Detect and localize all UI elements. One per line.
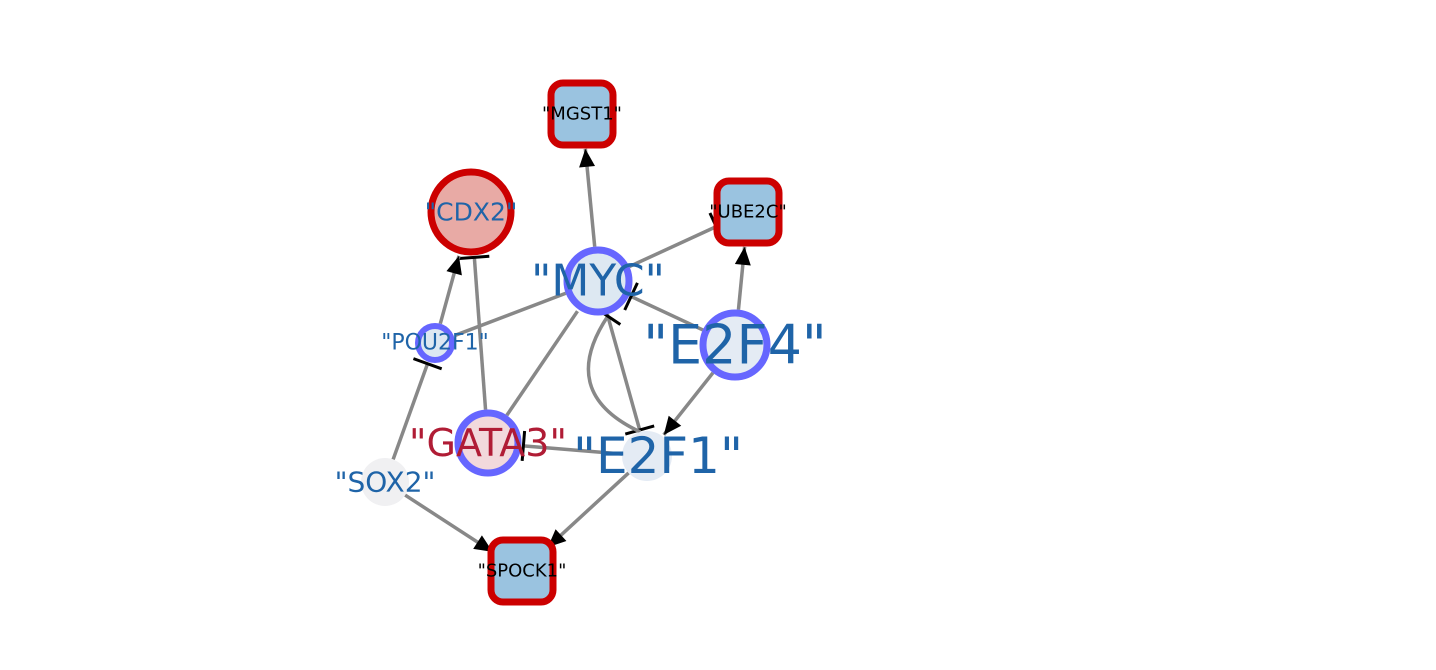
edge-line <box>586 315 641 434</box>
node-label-ube2c: "UBE2C" <box>709 202 786 223</box>
edges-layer <box>391 148 751 554</box>
node-circle <box>361 458 409 506</box>
nodes-layer <box>361 79 783 606</box>
edge-e2f1-myc <box>586 306 641 434</box>
inhibition-bar-icon <box>520 430 527 461</box>
node-circle <box>699 309 771 381</box>
inhibition-bar-icon <box>412 357 443 371</box>
edge-line <box>546 471 630 549</box>
node-circle <box>454 409 522 477</box>
edge-e2f4-myc <box>623 282 704 332</box>
node-cdx2[interactable] <box>427 168 515 256</box>
node-label-gata3: "GATA3" <box>409 421 567 465</box>
node-sox2[interactable] <box>361 458 409 506</box>
edge-myc-mgst1 <box>579 148 597 247</box>
node-gata3[interactable] <box>454 409 522 477</box>
inhibition-bar-icon <box>623 282 639 311</box>
edge-sox2-pou2f1 <box>391 357 443 461</box>
node-e2f4[interactable] <box>699 309 771 381</box>
node-label-sox2: "SOX2" <box>335 466 436 499</box>
edge-e2f1-gata3 <box>520 430 623 461</box>
edge-line <box>605 313 642 431</box>
node-label-cdx2: "CDX2" <box>425 198 518 227</box>
arrowhead-icon <box>473 535 493 552</box>
edge-line <box>628 225 717 269</box>
node-spock1[interactable] <box>487 536 557 606</box>
edge-e2f4-e2f1 <box>662 371 715 436</box>
edge-e2f4-ube2c <box>734 246 751 310</box>
node-circle <box>622 431 672 481</box>
node-label-e2f4: "E2F4" <box>643 314 827 377</box>
node-e2f1[interactable] <box>622 431 672 481</box>
arrowhead-icon <box>446 255 462 276</box>
node-label-mgst1: "MGST1" <box>542 104 622 125</box>
edge-line <box>630 294 704 332</box>
node-label-myc: "MYC" <box>531 256 665 307</box>
node-label-spock1: "SPOCK1" <box>478 561 567 582</box>
node-myc[interactable] <box>563 246 633 316</box>
node-box <box>487 536 557 606</box>
edge-pou2f1-cdx2 <box>438 255 462 325</box>
edge-myc-pou2f1 <box>454 291 567 337</box>
edge-line <box>454 291 567 337</box>
edge-sox2-spock1 <box>404 493 494 554</box>
node-box <box>547 79 617 149</box>
edge-gata3-cdx2 <box>459 254 490 410</box>
node-box <box>713 177 783 247</box>
node-mgst1[interactable] <box>547 79 617 149</box>
node-ube2c[interactable] <box>713 177 783 247</box>
labels-layer: "MYC" "E2F4" "E2F1" "POU2F1" "GATA3""SOX2" "C… <box>335 104 827 582</box>
node-label-e2f1: "E2F1" <box>573 427 743 485</box>
node-label-pou2f1: "POU2F1" <box>381 331 489 356</box>
edge-line <box>472 257 488 410</box>
edge-line <box>523 444 623 456</box>
arrowhead-icon <box>579 148 596 168</box>
edge-line <box>505 310 579 417</box>
arrowhead-icon <box>734 246 751 266</box>
edge-gata3-myc <box>505 310 579 417</box>
node-circle <box>415 323 455 363</box>
arrowhead-icon <box>663 415 682 435</box>
node-pou2f1[interactable] <box>415 323 455 363</box>
node-circle <box>427 168 515 256</box>
inhibition-bar-icon <box>459 254 490 260</box>
node-circle <box>563 246 633 316</box>
edge-line <box>391 363 430 461</box>
